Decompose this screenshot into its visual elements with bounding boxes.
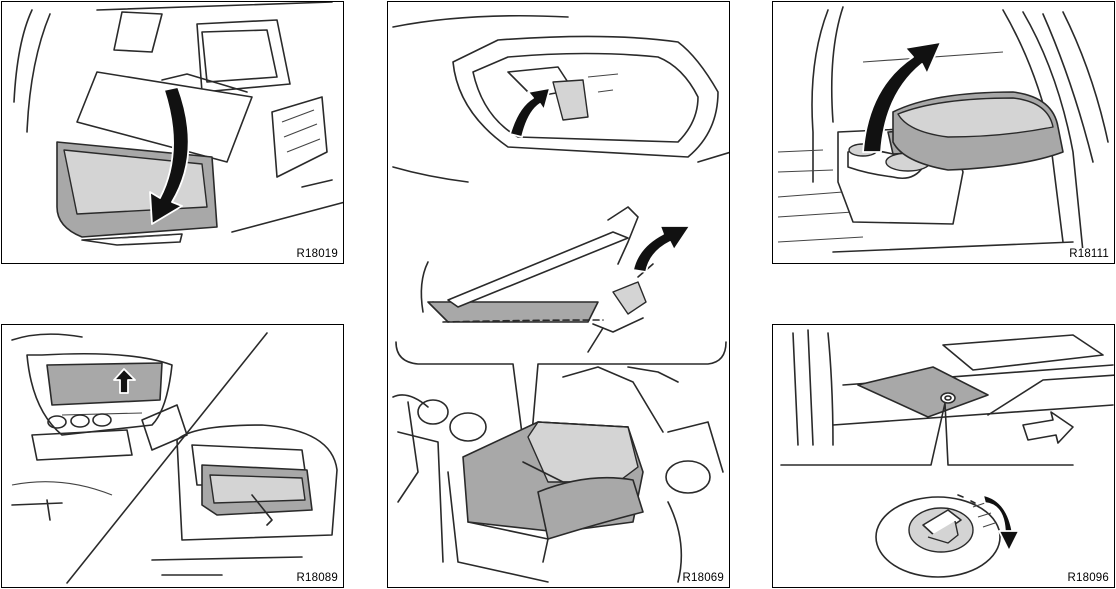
figure-code: R18069 [682, 572, 725, 584]
illustration-panel-r18069: R18069 [387, 1, 730, 588]
figure-code: R18096 [1067, 572, 1110, 584]
illustration-panel-r18019: R18019 [1, 1, 344, 264]
armrest-lift-illustration [773, 2, 1115, 264]
illustration-panel-r18096: R18096 [772, 324, 1115, 588]
console-tray-lid-illustration [388, 2, 730, 588]
overhead-box-open-illustration [2, 2, 344, 264]
overhead-console-release-illustration [2, 325, 344, 588]
figure-code: R18019 [296, 248, 339, 260]
figure-code: R18111 [1068, 248, 1110, 260]
illustration-panel-r18089: R18089 [1, 324, 344, 588]
lid-lock-knob-illustration [773, 325, 1115, 588]
figure-code: R18089 [296, 572, 339, 584]
illustration-panel-r18111: R18111 [772, 1, 1115, 264]
